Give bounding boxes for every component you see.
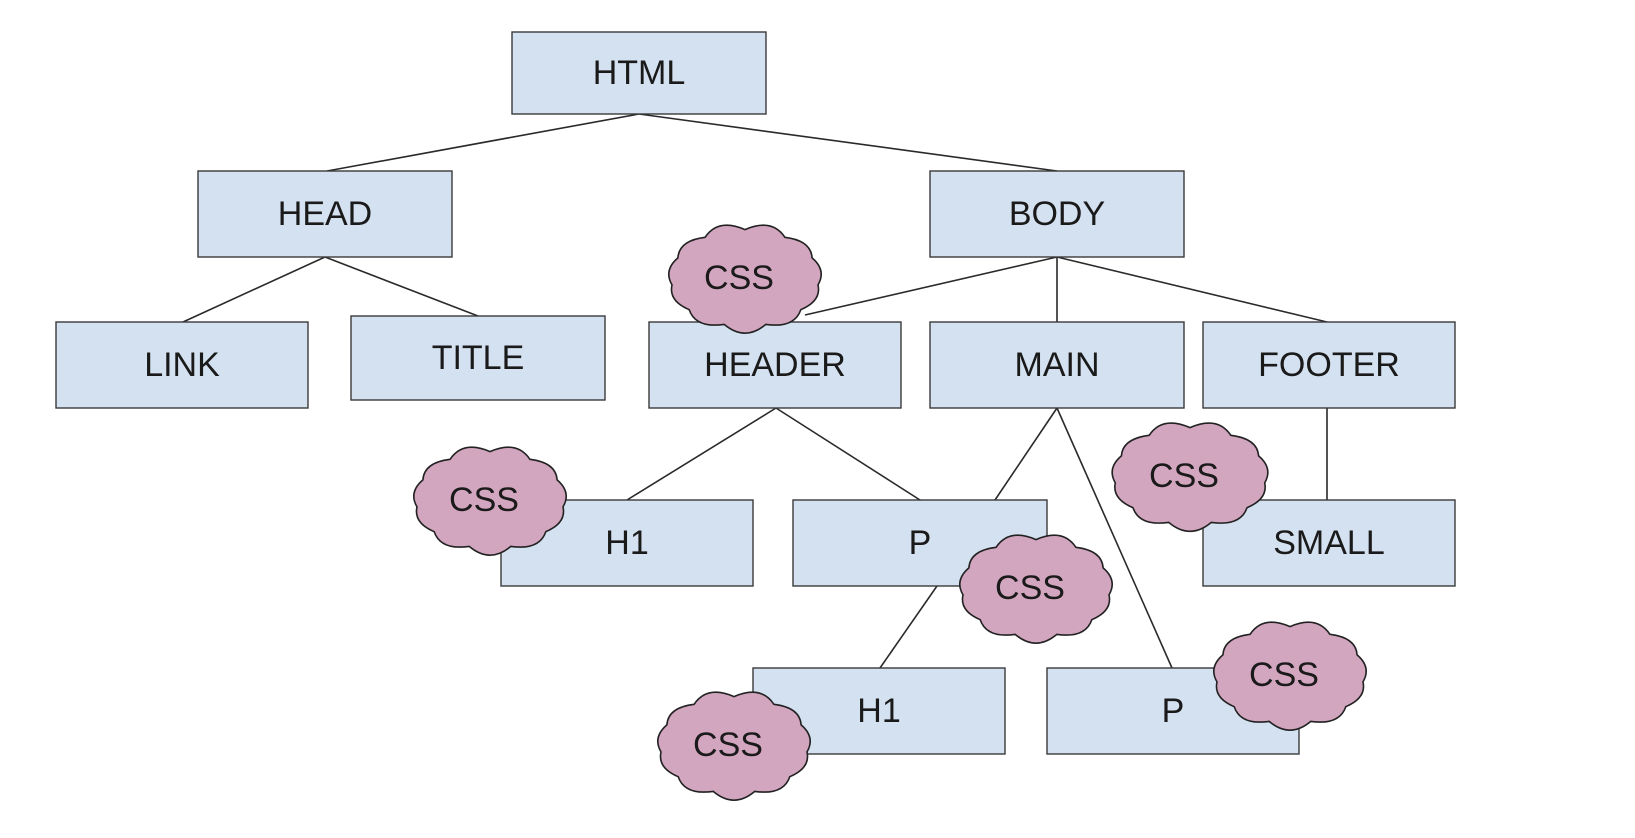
node-box bbox=[55, 321, 309, 409]
edge-html-head bbox=[326, 113, 640, 172]
node-html: HTML bbox=[511, 31, 767, 115]
cloud-label: CSS bbox=[449, 481, 519, 519]
node-label: MAIN bbox=[1015, 346, 1100, 384]
edge-html-body bbox=[638, 113, 1058, 172]
node-label: BODY bbox=[1009, 195, 1105, 233]
css-clouds: CSS CSS CSS CSS CSS CSS bbox=[413, 224, 1367, 801]
cloud-shape bbox=[1213, 621, 1367, 731]
edge-main-p-main bbox=[994, 407, 1058, 501]
node-label: HEADER bbox=[704, 346, 846, 384]
edges bbox=[182, 113, 1328, 669]
edge-body-header bbox=[804, 256, 1058, 316]
edge-head-link bbox=[182, 256, 326, 323]
cloud-shape bbox=[668, 224, 822, 334]
node-box bbox=[648, 321, 902, 409]
css-cloud-header: CSS bbox=[668, 224, 822, 334]
node-box bbox=[929, 170, 1185, 258]
node-link: LINK bbox=[55, 321, 309, 409]
node-body: BODY bbox=[929, 170, 1185, 258]
node-box bbox=[511, 31, 767, 115]
node-label: HEAD bbox=[278, 195, 372, 233]
cloud-label: CSS bbox=[995, 569, 1065, 607]
node-box bbox=[1202, 499, 1456, 587]
edge-p-main-h1-main bbox=[879, 585, 938, 669]
cloud-label: CSS bbox=[693, 726, 763, 764]
edge-body-footer bbox=[1056, 256, 1328, 323]
node-title: TITLE bbox=[350, 315, 606, 401]
cloud-shape bbox=[959, 534, 1113, 644]
cloud-shape bbox=[413, 446, 567, 556]
node-box bbox=[350, 315, 606, 401]
node-label: SMALL bbox=[1273, 524, 1385, 562]
css-cloud-h1-header: CSS bbox=[413, 446, 567, 556]
node-small: SMALL bbox=[1202, 499, 1456, 587]
css-cloud-p-main: CSS bbox=[959, 534, 1113, 644]
node-label: H1 bbox=[857, 692, 900, 730]
cloud-label: CSS bbox=[704, 259, 774, 297]
node-label: TITLE bbox=[432, 339, 525, 377]
node-header: HEADER bbox=[648, 321, 902, 409]
cloud-label: CSS bbox=[1149, 457, 1219, 495]
cloud-shape bbox=[657, 691, 811, 801]
css-cloud-footer-small: CSS bbox=[1111, 422, 1269, 533]
node-main: MAIN bbox=[929, 321, 1185, 409]
node-label: H1 bbox=[605, 524, 648, 562]
node-label: P bbox=[909, 524, 932, 562]
node-label: HTML bbox=[593, 54, 686, 92]
node-box bbox=[929, 321, 1185, 409]
cloud-label: CSS bbox=[1249, 656, 1319, 694]
node-label: LINK bbox=[144, 346, 220, 384]
node-label: FOOTER bbox=[1258, 346, 1400, 384]
edge-header-p-main bbox=[775, 407, 921, 501]
edge-head-title bbox=[324, 256, 479, 317]
node-head: HEAD bbox=[197, 170, 453, 258]
node-box bbox=[1202, 321, 1456, 409]
node-label: P bbox=[1162, 692, 1185, 730]
edge-header-h1-header bbox=[626, 407, 777, 501]
css-cloud-h1-main: CSS bbox=[657, 691, 811, 801]
css-cloud-p-lower: CSS bbox=[1213, 621, 1367, 731]
node-box bbox=[197, 170, 453, 258]
edge-main-p-lower bbox=[1056, 407, 1173, 669]
cloud-shape bbox=[1111, 422, 1269, 533]
node-footer: FOOTER bbox=[1202, 321, 1456, 409]
